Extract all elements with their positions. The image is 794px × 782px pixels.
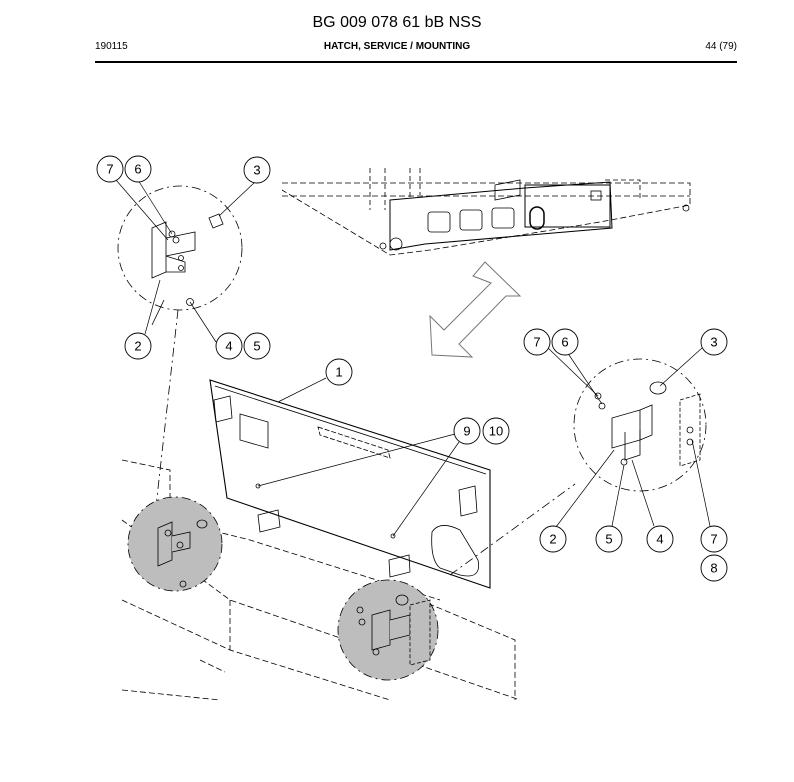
callout-label: 5 [253, 339, 260, 354]
date-code: 190115 [95, 41, 128, 52]
callout-1 [325, 358, 353, 386]
section-title: HATCH, SERVICE / MOUNTING [323, 41, 471, 52]
callout-2-right [539, 525, 567, 553]
callout-8 [700, 554, 728, 582]
callout-label: 1 [335, 365, 342, 380]
callout-5-right [595, 525, 623, 553]
service-hatch-panel [209, 379, 491, 589]
header-rule [95, 61, 737, 63]
callout-2-top-left [124, 332, 152, 360]
callout-9 [453, 417, 481, 445]
callout-4-right [646, 525, 674, 553]
callout-5-top-left [243, 332, 271, 360]
callout-label: 7 [533, 335, 540, 350]
callout-3-right [700, 328, 728, 356]
callout-10 [482, 417, 510, 445]
document-title: BG 009 078 61 bB NSS [312, 14, 482, 31]
detail-circle-right [573, 358, 707, 492]
callout-7-lower-right [700, 525, 728, 553]
callout-label: 6 [134, 162, 141, 177]
callout-label: 5 [605, 532, 612, 547]
callout-4-top-left [215, 332, 243, 360]
callout-6-right [551, 328, 579, 356]
direction-arrow [429, 261, 522, 358]
callout-label: 10 [489, 424, 503, 439]
callout-label: 3 [253, 163, 260, 178]
callout-label: 8 [710, 561, 717, 576]
callout-label: 4 [656, 532, 663, 547]
detail-circle-upper-left [117, 185, 243, 326]
machine-overview-illustration [281, 168, 691, 256]
callout-label: 2 [134, 339, 141, 354]
callout-label: 2 [549, 532, 556, 547]
installed-detail-center [337, 579, 439, 681]
callout-7-top-left [96, 155, 124, 183]
callout-label: 9 [463, 424, 470, 439]
callout-7-right [523, 328, 551, 356]
callout-label: 7 [106, 162, 113, 177]
installed-detail-left [127, 496, 223, 592]
callout-label: 3 [710, 335, 717, 350]
callout-label: 7 [710, 532, 717, 547]
page-number: 44 (79) [705, 41, 737, 52]
callout-label: 4 [225, 339, 232, 354]
callout-3-top-left [243, 156, 271, 184]
callout-6-top-left [124, 155, 152, 183]
callout-label: 6 [561, 335, 568, 350]
